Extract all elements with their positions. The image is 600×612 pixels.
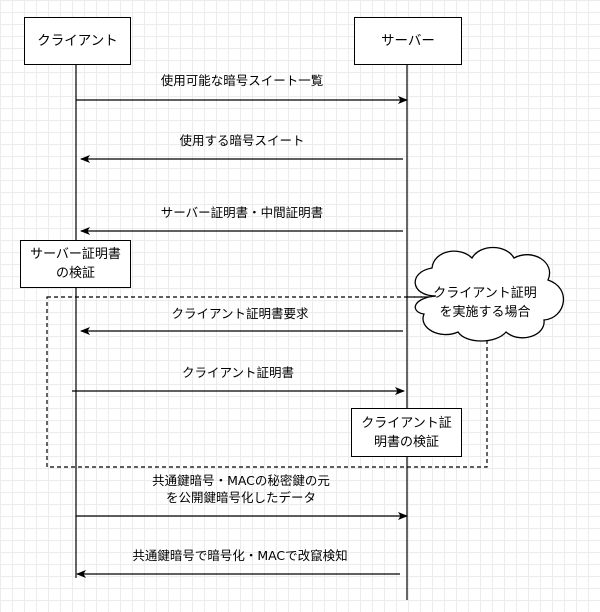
- message-label-m6-line1: 共通鍵暗号・MACの秘密鍵の元: [152, 473, 330, 488]
- optional-frame: [46, 296, 488, 468]
- cloud-note-shape: [414, 246, 565, 342]
- server-cert-verify-line2: の検証: [55, 266, 95, 281]
- message-label-m7: 共通鍵暗号で暗号化・MACで改竄検知: [132, 548, 348, 563]
- client-cert-verify-line2: 明書の検証: [373, 434, 439, 450]
- client-cert-verify-line1: クライアント証: [361, 415, 452, 431]
- optional-note-line2: を実施する場合: [439, 305, 531, 320]
- server-cert-verify-line1: サーバー証明書: [30, 247, 121, 262]
- message-label-m6-line2: を公開鍵暗号化したデータ: [165, 490, 317, 505]
- message-label-m2: 使用する暗号スイート: [179, 133, 305, 148]
- message-label-m6: 共通鍵暗号・MACの秘密鍵の元 を公開鍵暗号化したデータ: [152, 472, 330, 506]
- message-label-m1: 使用可能な暗号スイート一覧: [160, 73, 324, 88]
- server-participant-label: サーバー: [381, 32, 435, 49]
- optional-note-line1: クライアント証明: [433, 286, 537, 301]
- message-label-m4: クライアント証明書要求: [171, 306, 309, 321]
- client-participant: クライアント: [24, 17, 131, 65]
- server-participant: サーバー: [354, 17, 462, 65]
- server-cert-verify-box: サーバー証明書 の検証: [20, 240, 131, 288]
- client-cert-verify-box: クライアント証 明書の検証: [351, 408, 462, 457]
- optional-note: クライアント証明 を実施する場合: [420, 284, 550, 322]
- client-participant-label: クライアント: [37, 32, 118, 49]
- message-label-m3: サーバー証明書・中間証明書: [160, 205, 324, 220]
- message-label-m5: クライアント証明書: [181, 365, 295, 380]
